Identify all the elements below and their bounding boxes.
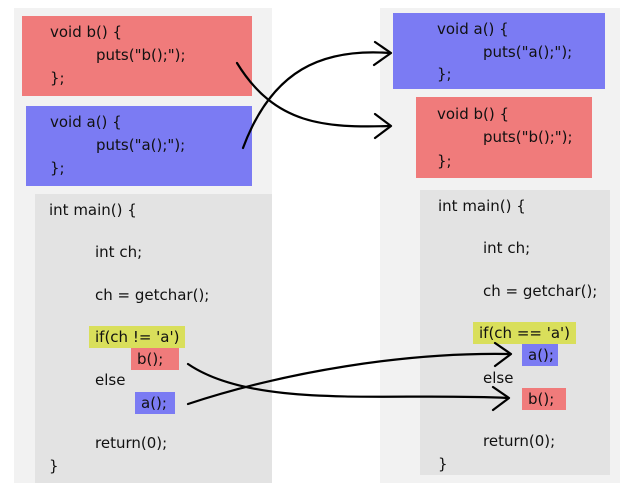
left-main-return: return(0); — [95, 434, 168, 452]
right-b-line1: void b() { — [437, 105, 510, 123]
right-main-decl: int ch; — [483, 239, 531, 257]
right-a-line2: puts("a();"); — [483, 43, 573, 61]
right-call-a-highlight: a(); — [522, 344, 558, 366]
right-condition-highlight: if(ch == 'a') — [473, 322, 577, 344]
right-function-a-box: void a() { puts("a();"); }; — [393, 13, 605, 89]
left-main-else: else — [95, 371, 126, 389]
arrow-a-call — [186, 352, 512, 406]
left-main-header: int main() { — [49, 201, 137, 219]
left-b-line1: void b() { — [50, 23, 123, 41]
right-a-line1: void a() { — [437, 20, 509, 38]
right-main-header: int main() { — [438, 197, 526, 215]
left-call-b-highlight: b(); — [131, 348, 179, 370]
arrow-b-function-head — [373, 112, 393, 140]
left-a-line3: }; — [50, 159, 65, 177]
arrow-a-function — [241, 51, 392, 150]
right-b-line2: puts("b();"); — [483, 128, 573, 146]
right-function-b-box: void b() { puts("b();"); }; — [416, 97, 592, 178]
left-condition-highlight: if(ch != 'a') — [89, 326, 186, 348]
right-main-else: else — [483, 369, 514, 387]
right-b-line3: }; — [437, 152, 452, 170]
arrow-a-function-head — [372, 40, 393, 67]
arrow-a-call-head — [493, 341, 513, 368]
right-main-close: } — [438, 455, 448, 473]
right-main-return: return(0); — [483, 432, 556, 450]
right-call-b-highlight: b(); — [522, 388, 566, 410]
right-main-assign: ch = getchar(); — [483, 282, 598, 300]
arrow-b-function — [235, 61, 392, 128]
left-function-b-box: void b() { puts("b();"); }; — [22, 16, 252, 96]
left-a-line1: void a() { — [50, 113, 122, 131]
left-function-a-box: void a() { puts("a();"); }; — [26, 106, 252, 186]
arrow-b-call-head — [491, 385, 511, 412]
left-main-decl: int ch; — [95, 243, 143, 261]
right-a-line3: }; — [437, 65, 452, 83]
left-main-assign: ch = getchar(); — [95, 286, 210, 304]
left-a-line2: puts("a();"); — [96, 136, 186, 154]
left-b-line2: puts("b();"); — [96, 46, 186, 64]
left-b-line3: }; — [50, 69, 65, 87]
arrow-b-call — [186, 362, 510, 400]
left-main-close: } — [49, 457, 59, 475]
left-call-a-highlight: a(); — [135, 392, 175, 414]
